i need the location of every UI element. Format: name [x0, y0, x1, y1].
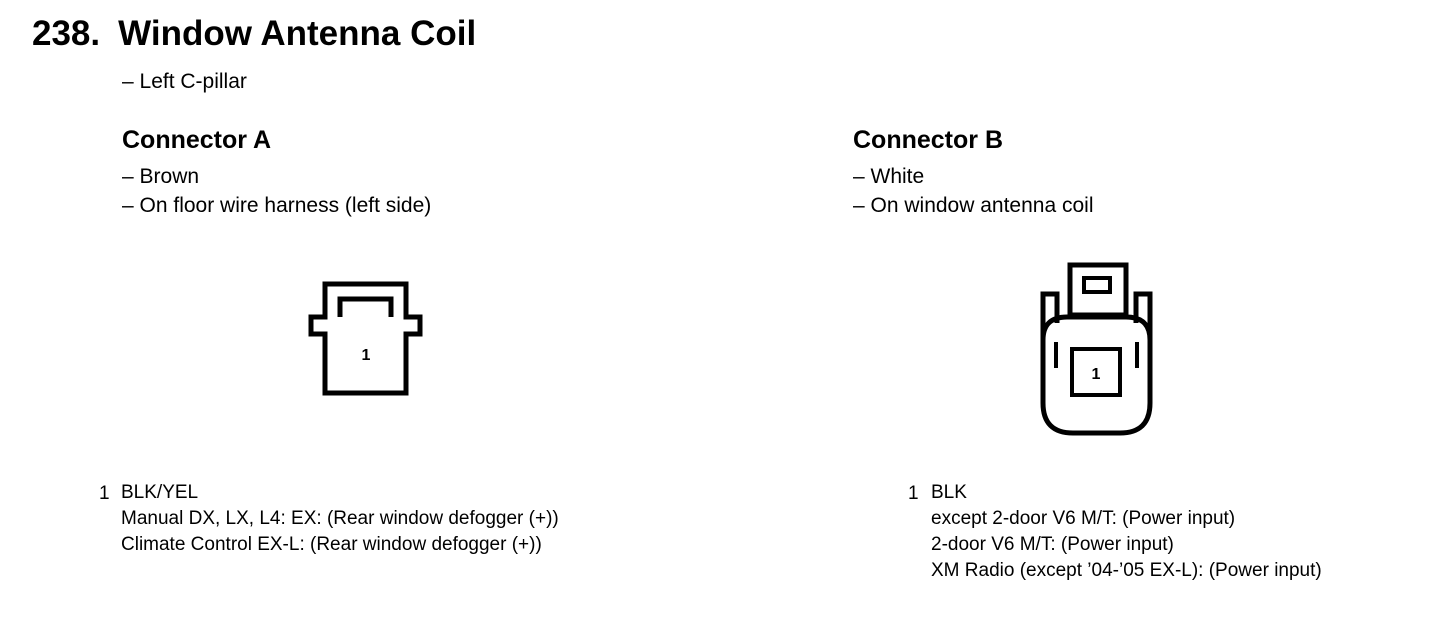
connector-b-left-rail: [1040, 291, 1060, 340]
connector-a-heading: Connector A: [122, 126, 272, 154]
connector-a-location: – On floor wire harness (left side): [122, 194, 432, 217]
connector-b-pin-note-3: XM Radio (except ’04-’05 EX-L): (Power i…: [931, 560, 1322, 581]
connector-b-color: – White: [853, 165, 925, 188]
connector-a-pin-note-2: Climate Control EX-L: (Rear window defog…: [121, 534, 542, 555]
connector-b-latch: [1067, 262, 1129, 318]
connector-b-pin-details: BLK except 2-door V6 M/T: (Power input) …: [931, 480, 1322, 584]
connector-a-lock-tab: [337, 296, 394, 317]
connector-b-housing: [1040, 314, 1153, 436]
connector-b-terminal: [1070, 347, 1122, 397]
connector-b-heading: Connector B: [853, 126, 1003, 154]
connector-b-right-rail: [1133, 291, 1153, 340]
connector-a-color: – Brown: [122, 165, 200, 188]
connector-a-pin-wire: BLK/YEL: [121, 482, 199, 503]
connector-a-pin-note-1: Manual DX, LX, L4: EX: (Rear window defo…: [121, 508, 559, 529]
connector-b-latch-window: [1082, 276, 1112, 294]
connector-a-pin-number: 1: [99, 483, 110, 504]
section-number: 238.: [32, 14, 101, 53]
connector-a-housing: [308, 281, 423, 396]
connector-b-pin-note-1: except 2-door V6 M/T: (Power input): [931, 508, 1236, 529]
connector-b-location: – On window antenna coil: [853, 194, 1094, 217]
connector-b-pin-wire: BLK: [931, 482, 967, 503]
page-title: 238. Window Antenna Coil: [32, 14, 476, 54]
connector-a-pin-label: 1: [362, 347, 371, 364]
component-location: – Left C-pillar: [122, 70, 247, 93]
connector-b-pin-note-2: 2-door V6 M/T: (Power input): [931, 534, 1174, 555]
component-name: Window Antenna Coil: [118, 14, 477, 53]
connector-b-pin-number: 1: [908, 483, 919, 504]
connector-a-pin-details: BLK/YEL Manual DX, LX, L4: EX: (Rear win…: [121, 480, 559, 558]
connector-b-pin-label: 1: [1092, 366, 1101, 383]
